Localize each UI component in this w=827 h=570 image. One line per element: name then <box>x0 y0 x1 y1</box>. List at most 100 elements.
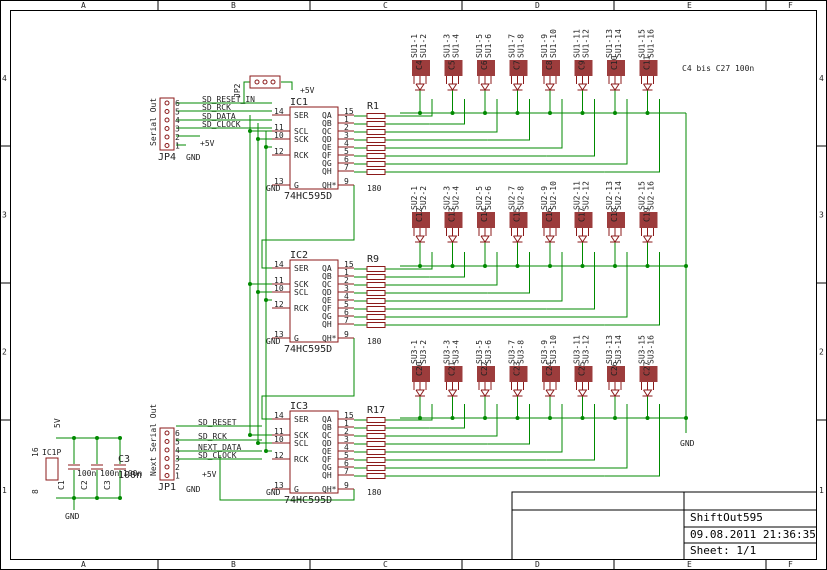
ic-pin-name: RCK <box>294 455 309 464</box>
led-label: SU3-16 <box>647 335 656 364</box>
ic-pin-name: QG <box>322 463 332 472</box>
jp2-vcc-wire <box>281 81 293 90</box>
row-label-left: 3 <box>2 211 7 220</box>
row-label-right: 3 <box>819 211 824 220</box>
segment-wire <box>575 99 628 165</box>
junction-dot <box>95 436 99 440</box>
components <box>45 60 658 494</box>
signal-label: SD_CLOCK <box>202 120 241 129</box>
led-display-body <box>477 60 495 76</box>
ic-ref: IC2 <box>290 250 308 261</box>
signal-label: SD_RESET <box>198 418 237 427</box>
ic-pin-name: QD <box>322 439 332 448</box>
ic-pin-num: 12 <box>274 147 284 156</box>
ic-body <box>289 106 339 190</box>
led-label: SU3-8 <box>517 340 526 364</box>
segment-wire <box>429 252 465 278</box>
ic-pin-name: QC <box>322 280 332 289</box>
ic-pin-name: QB <box>322 423 332 432</box>
ic-pin-num: 13 <box>274 481 284 490</box>
junction-dot <box>256 441 260 445</box>
cap-label: C16 <box>545 207 554 222</box>
ic-pin-name: SCK <box>294 280 309 289</box>
ic-pin-name: QA <box>322 264 332 273</box>
led-diode-symbol <box>448 83 458 91</box>
ic-pin-num: 3 <box>344 284 349 293</box>
ic-pin-name: QF <box>322 455 332 464</box>
col-label-bottom: B <box>231 560 236 569</box>
led-diode-symbol <box>610 235 620 243</box>
connector-pin-num: 5 <box>175 438 180 447</box>
ic-pin-name: QE <box>322 143 332 152</box>
connector-pin-num: 4 <box>175 446 180 455</box>
led-label: SU3-1 <box>410 340 419 364</box>
ic-pin-num: 3 <box>344 131 349 140</box>
ic-pin-name: QC <box>322 431 332 440</box>
ic-pin-name: SER <box>294 264 309 273</box>
ic-pin-num: 3 <box>344 435 349 444</box>
ic-pin-name: QE <box>322 447 332 456</box>
led-label: SU2-12 <box>582 181 591 210</box>
resistor-body <box>366 290 386 296</box>
led-label: SU1-14 <box>614 29 623 58</box>
led-diode-symbol <box>610 83 620 91</box>
vcc-label: +5V <box>202 470 217 479</box>
led-label: SU1-15 <box>638 29 647 58</box>
signal-label: SD_RESET_IN <box>202 95 255 104</box>
segment-wire <box>458 404 498 437</box>
cascade-wire <box>261 185 355 269</box>
connector-name: Serial Out <box>149 98 158 146</box>
ic-pin-num: 7 <box>344 467 349 476</box>
led-display-body <box>477 212 495 228</box>
led-label: SU2-7 <box>508 186 517 210</box>
led-label: SU2-10 <box>549 181 558 210</box>
power-ic-label: IC1P <box>42 448 61 457</box>
jp2-pin <box>262 79 268 85</box>
led-diode-symbol <box>513 389 523 397</box>
segment-wire <box>400 99 433 117</box>
led-display-body <box>639 60 658 76</box>
led-label: SU1-7 <box>508 34 517 58</box>
ic-pin-num: 15 <box>344 411 354 420</box>
signal-label: SD_RCK <box>202 103 231 112</box>
led-label: SU3-14 <box>614 335 623 364</box>
led-label: SU2-4 <box>452 186 461 210</box>
connector-pin <box>164 143 170 148</box>
ic-pin-name: QB <box>322 119 332 128</box>
power-vcc-label: 5V <box>53 418 62 428</box>
segment-wire <box>517 99 563 149</box>
ic-pin-name: QG <box>322 312 332 321</box>
segment-wire <box>429 404 465 429</box>
ic-pin-name: QD <box>322 288 332 297</box>
row-label-left: 1 <box>2 486 7 495</box>
led-display-body <box>607 212 625 228</box>
ic-pin-name: SCL <box>294 288 309 297</box>
cap-value-main: 100n <box>118 470 142 481</box>
ic-ref: IC1 <box>290 97 308 108</box>
col-label-top: E <box>687 1 692 10</box>
led-display-body <box>509 60 528 76</box>
ic-type: 74HC595D <box>284 344 332 355</box>
resistor-ref: R17 <box>367 405 385 416</box>
junction-dot <box>264 145 268 149</box>
segment-wire <box>400 404 433 421</box>
resistor-value: 180 <box>367 184 382 193</box>
connector-pin-num: 2 <box>175 133 180 142</box>
jp2-body <box>249 75 281 89</box>
cap-label: C22 <box>480 361 489 376</box>
cap-label: C4 <box>415 60 424 70</box>
junction-dot <box>264 298 268 302</box>
connector-pin-num: 4 <box>175 116 180 125</box>
signal-label: SD_RCK <box>198 432 227 441</box>
segment-wire <box>517 252 563 302</box>
resistor-ref: R1 <box>367 101 379 112</box>
segment-wire <box>604 404 660 477</box>
segment-wire <box>429 99 465 125</box>
led-display-body <box>412 366 430 382</box>
ic-pin-name: SER <box>294 111 309 120</box>
connector-pin <box>164 464 170 470</box>
resistor-ref: R9 <box>367 254 379 265</box>
gnd-label: GND <box>680 439 695 448</box>
ic-pin-num: 2 <box>344 123 349 132</box>
led-diode-symbol <box>448 389 458 397</box>
